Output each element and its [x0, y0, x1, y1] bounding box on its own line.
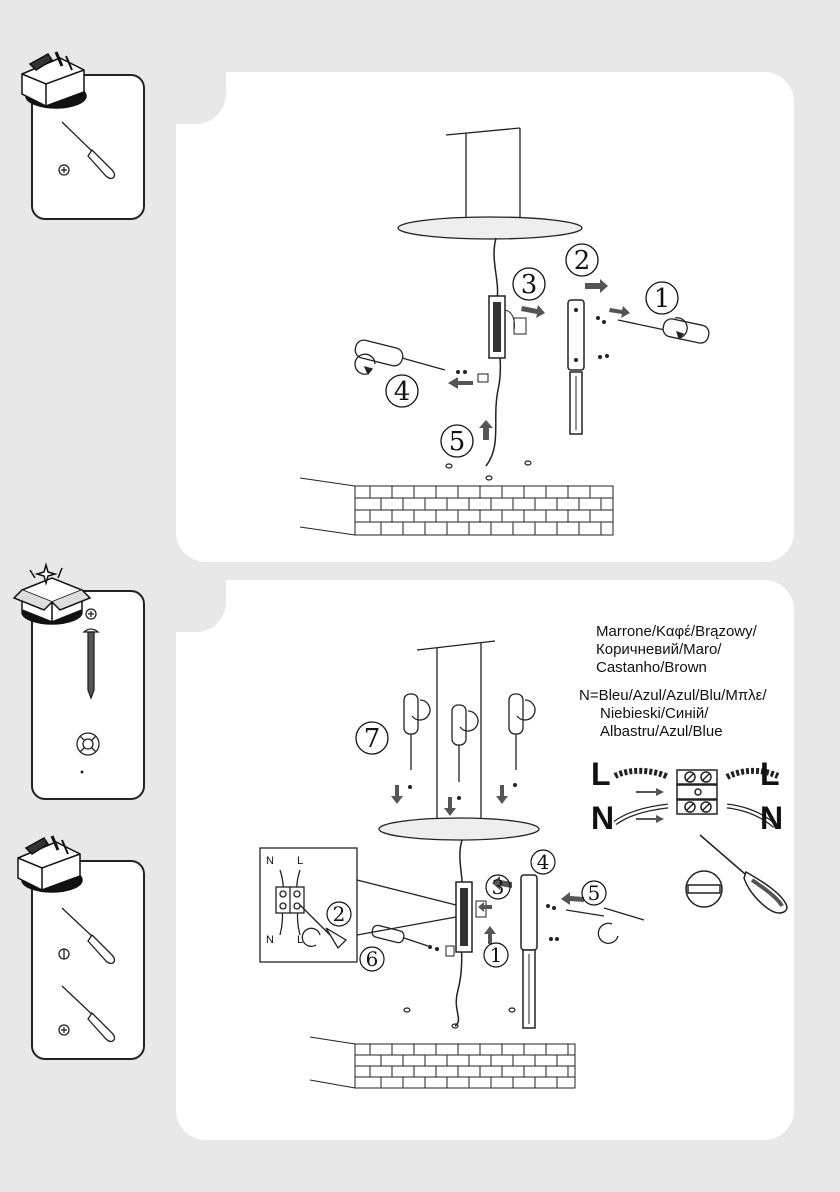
open-box-icon: [14, 565, 90, 624]
toolbox-icon-2: [18, 836, 82, 892]
wall-plug-icon: [77, 733, 99, 773]
toolbox-icon-1: [22, 52, 86, 108]
phillips-screwdriver-icon-1: [59, 122, 114, 178]
screw-icon: [84, 609, 98, 698]
phillips-screwdriver-icon-2: [59, 986, 114, 1041]
flat-screwdriver-icon-sidebar: [59, 908, 114, 963]
